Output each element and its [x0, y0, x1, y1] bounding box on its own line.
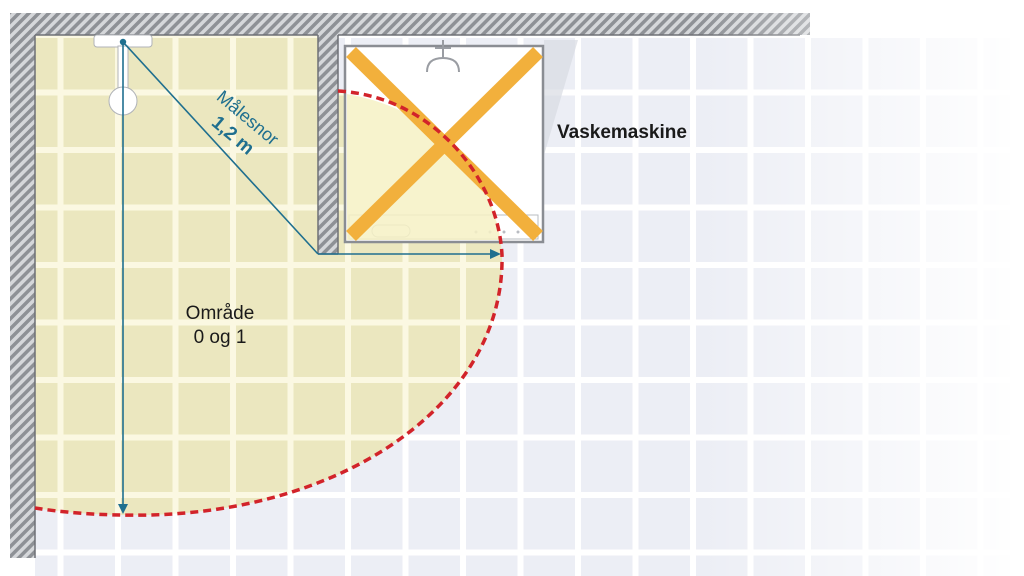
zone-label-line2: 0 og 1 [193, 327, 247, 348]
zone-boundary [34, 89, 504, 517]
zone-label: Område 0 og 1 [150, 302, 290, 350]
washing-machine-label: Vaskemaskine [557, 122, 687, 143]
edge-fade [700, 0, 1024, 576]
walls [10, 13, 810, 558]
zone-label-line1: Område [185, 303, 255, 324]
cross-out-icon [346, 47, 543, 241]
measuring-cord [118, 38, 501, 514]
shower-tap-icon [426, 40, 460, 73]
